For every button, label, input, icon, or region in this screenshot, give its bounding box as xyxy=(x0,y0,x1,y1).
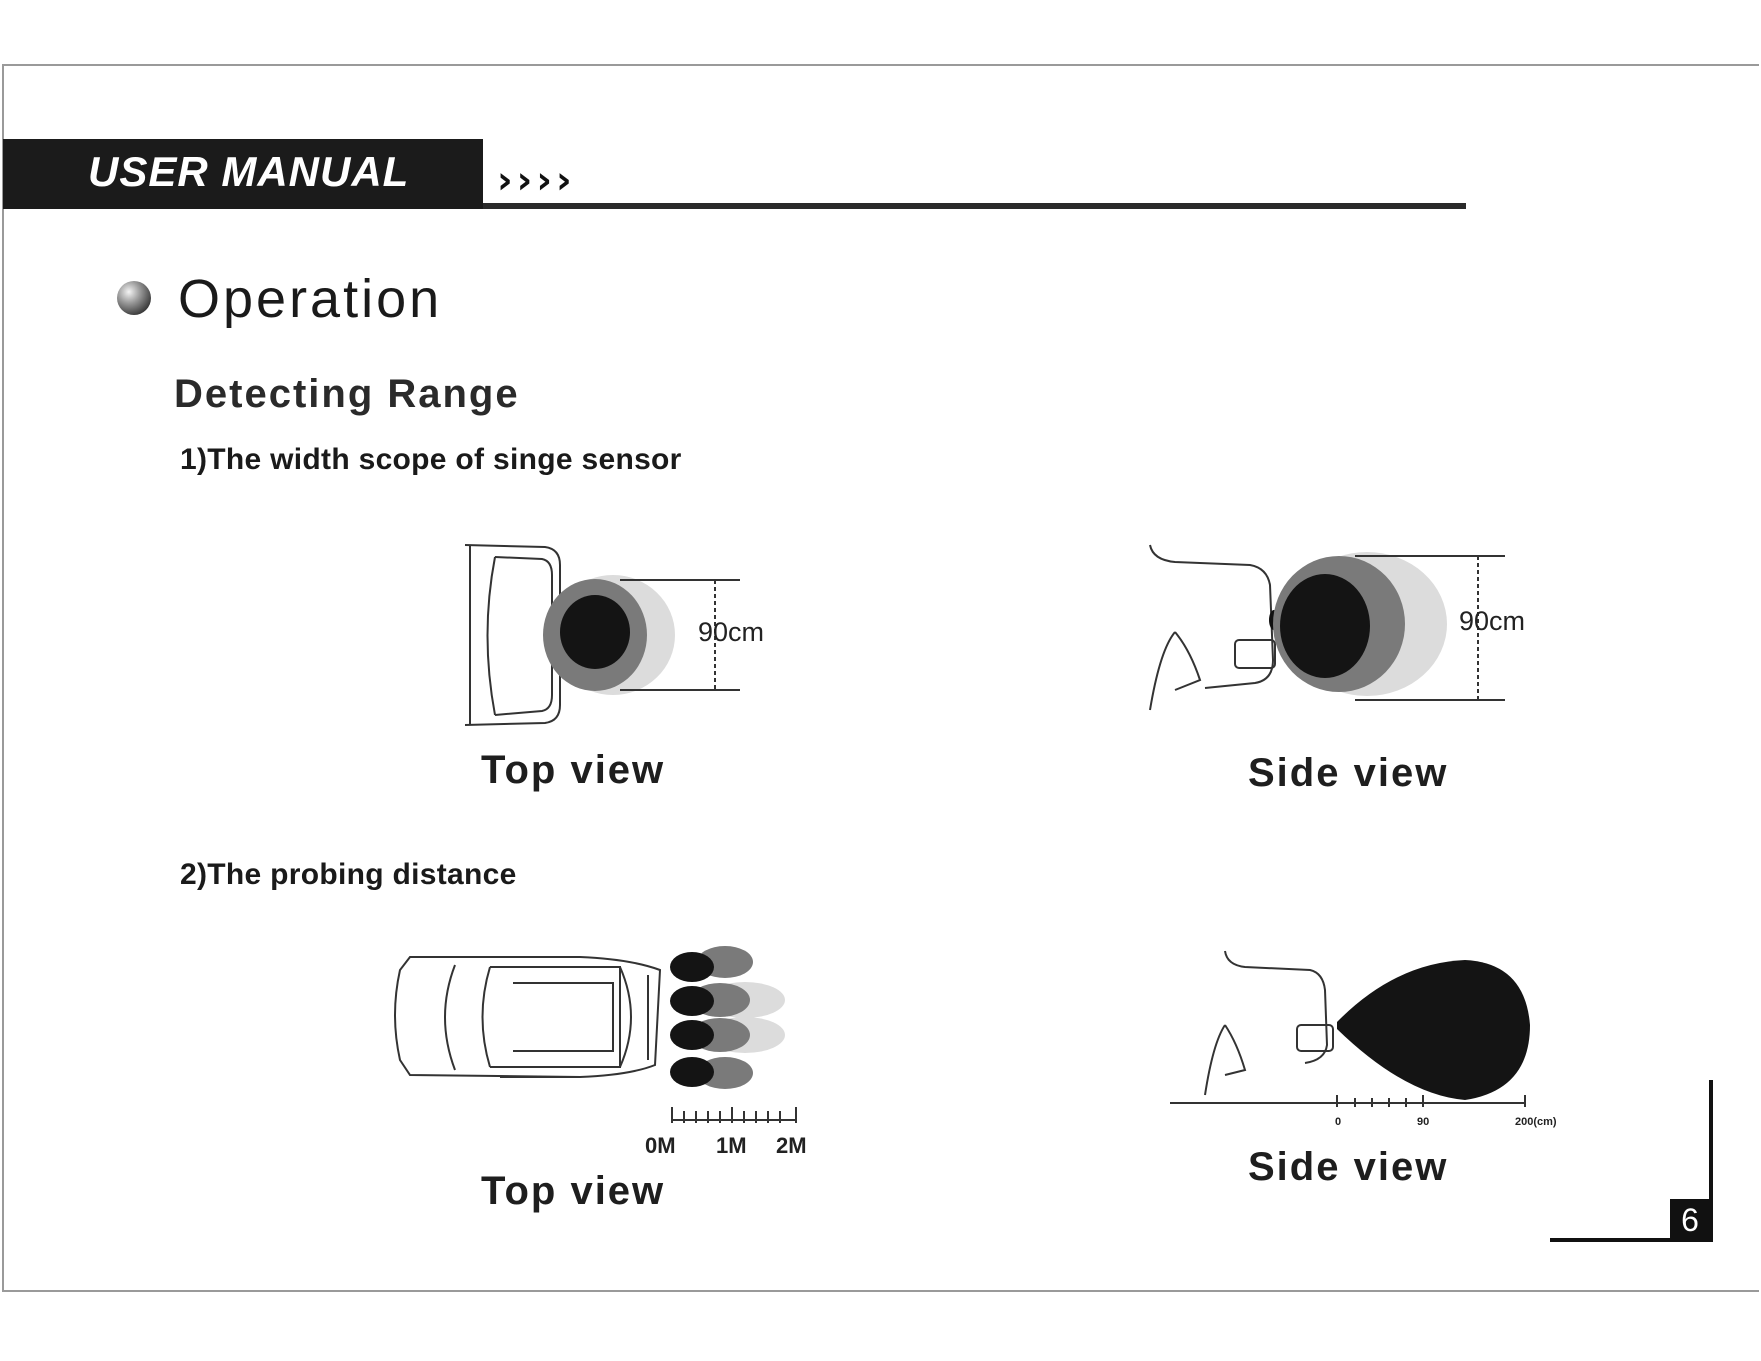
axis-label-0: 0 xyxy=(1335,1116,1341,1128)
item-title-probing-distance: 2)The probing distance xyxy=(180,858,517,892)
distance-ruler xyxy=(672,1107,796,1123)
car-side-outline xyxy=(1150,545,1275,710)
dimension-label: 90cm xyxy=(698,617,764,647)
detection-range-shape xyxy=(1337,960,1530,1100)
car-side-outline xyxy=(1205,951,1333,1095)
section-title: Operation xyxy=(178,268,442,330)
subsection-title: Detecting Range xyxy=(174,372,520,417)
ruler-label-2m: 2M xyxy=(776,1133,807,1158)
car-top-outline xyxy=(395,957,660,1077)
axis-label-200cm: 200(cm) xyxy=(1515,1116,1557,1128)
width-scope-top-view-diagram: 90cm xyxy=(450,535,790,730)
axis-label-90: 90 xyxy=(1417,1116,1429,1128)
header-title: USER MANUAL xyxy=(88,148,409,196)
bullet-sphere-icon xyxy=(117,281,151,315)
probing-distance-side-view-diagram: 0 90 200(cm) xyxy=(1165,945,1585,1145)
page-frame-left xyxy=(2,64,4,1292)
sensor-cones xyxy=(670,946,785,1089)
ruler-label-0m: 0M xyxy=(645,1133,676,1158)
range-inner xyxy=(1280,574,1370,678)
ruler-label-1m: 1M xyxy=(716,1133,747,1158)
probing-distance-side-view-caption: Side view xyxy=(1248,1145,1448,1190)
width-scope-top-view-caption: Top view xyxy=(481,748,665,793)
probing-distance-top-view-diagram: 0M 1M 2M xyxy=(380,945,830,1160)
dimension-label: 90cm xyxy=(1459,606,1525,636)
header-chevrons: ›››› xyxy=(497,158,576,202)
probing-distance-top-view-caption: Top view xyxy=(481,1169,665,1214)
range-inner xyxy=(560,595,630,669)
width-scope-side-view-caption: Side view xyxy=(1248,751,1448,796)
header-rule xyxy=(483,203,1466,209)
item-title-width-scope: 1)The width scope of singe sensor xyxy=(180,443,682,477)
width-scope-side-view-diagram: 90cm xyxy=(1145,540,1565,740)
page-number: 6 xyxy=(1670,1199,1710,1241)
